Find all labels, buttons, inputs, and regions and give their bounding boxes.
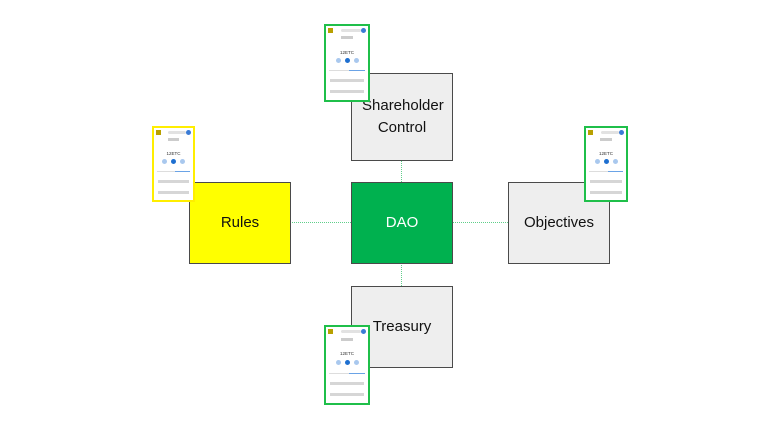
node-label: Objectives — [523, 214, 595, 232]
avatar — [186, 130, 191, 135]
node-label: Shareholder Control — [362, 97, 444, 136]
wallet-tabs — [589, 171, 623, 173]
wallet-tabs — [329, 70, 365, 72]
logo-icon — [328, 28, 333, 33]
wallet-balance: 12ETC — [339, 351, 354, 357]
send-icon — [603, 158, 609, 164]
swap-icon — [353, 359, 359, 365]
account-name — [600, 138, 612, 142]
send-icon — [344, 57, 350, 63]
activity-row — [590, 190, 622, 194]
account-name — [167, 138, 180, 142]
wallet-thumbnail-top: 12ETC — [324, 24, 370, 102]
activity-row — [330, 79, 364, 83]
logo-icon — [328, 329, 333, 334]
wallet-balance: 12ETC — [598, 151, 613, 157]
wallet-thumbnail-left: 12ETC — [152, 126, 195, 202]
network-selector — [600, 131, 619, 134]
activity-row — [330, 90, 364, 94]
wallet-tabs — [329, 372, 365, 374]
connector-top — [401, 160, 402, 182]
node-dao: DAO — [351, 182, 453, 264]
wallet-balance: 12ETC — [166, 151, 181, 157]
connector-right — [452, 222, 508, 223]
account-name — [340, 337, 354, 341]
logo-icon — [588, 130, 593, 135]
activity-row — [158, 190, 189, 194]
network-selector — [341, 29, 361, 32]
node-label: Treasury — [372, 318, 432, 336]
wallet-actions — [586, 158, 626, 164]
node-label: DAO — [385, 214, 419, 232]
node-rules: Rules — [189, 182, 291, 264]
logo-icon — [156, 130, 161, 135]
wallet-balance: 12ETC — [339, 49, 354, 55]
avatar — [619, 130, 624, 135]
wallet-thumbnail-right: 12ETC — [584, 126, 628, 202]
activity-row — [330, 381, 364, 385]
wallet-actions — [326, 359, 368, 365]
swap-icon — [180, 158, 185, 164]
wallet-thumbnail-bottom: 12ETC — [324, 325, 370, 405]
network-selector — [341, 330, 361, 333]
node-label: Rules — [220, 214, 260, 232]
avatar — [361, 329, 366, 334]
buy-icon — [335, 57, 341, 63]
wallet-actions — [326, 57, 368, 63]
wallet-header — [156, 130, 191, 136]
node-shareholder-control: Shareholder Control — [351, 73, 453, 161]
network-selector — [168, 131, 187, 134]
account-name — [340, 36, 354, 40]
wallet-tabs — [157, 171, 190, 173]
activity-row — [330, 393, 364, 397]
wallet-header — [328, 28, 366, 34]
send-icon — [344, 359, 350, 365]
swap-icon — [353, 57, 359, 63]
wallet-actions — [154, 158, 193, 164]
activity-row — [590, 179, 622, 183]
send-icon — [171, 158, 176, 164]
wallet-header — [588, 130, 624, 136]
avatar — [361, 28, 366, 33]
swap-icon — [612, 158, 618, 164]
buy-icon — [162, 158, 167, 164]
buy-icon — [335, 359, 341, 365]
buy-icon — [594, 158, 600, 164]
connector-left — [290, 222, 351, 223]
connector-bottom — [401, 263, 402, 286]
activity-row — [158, 179, 189, 183]
wallet-header — [328, 329, 366, 335]
